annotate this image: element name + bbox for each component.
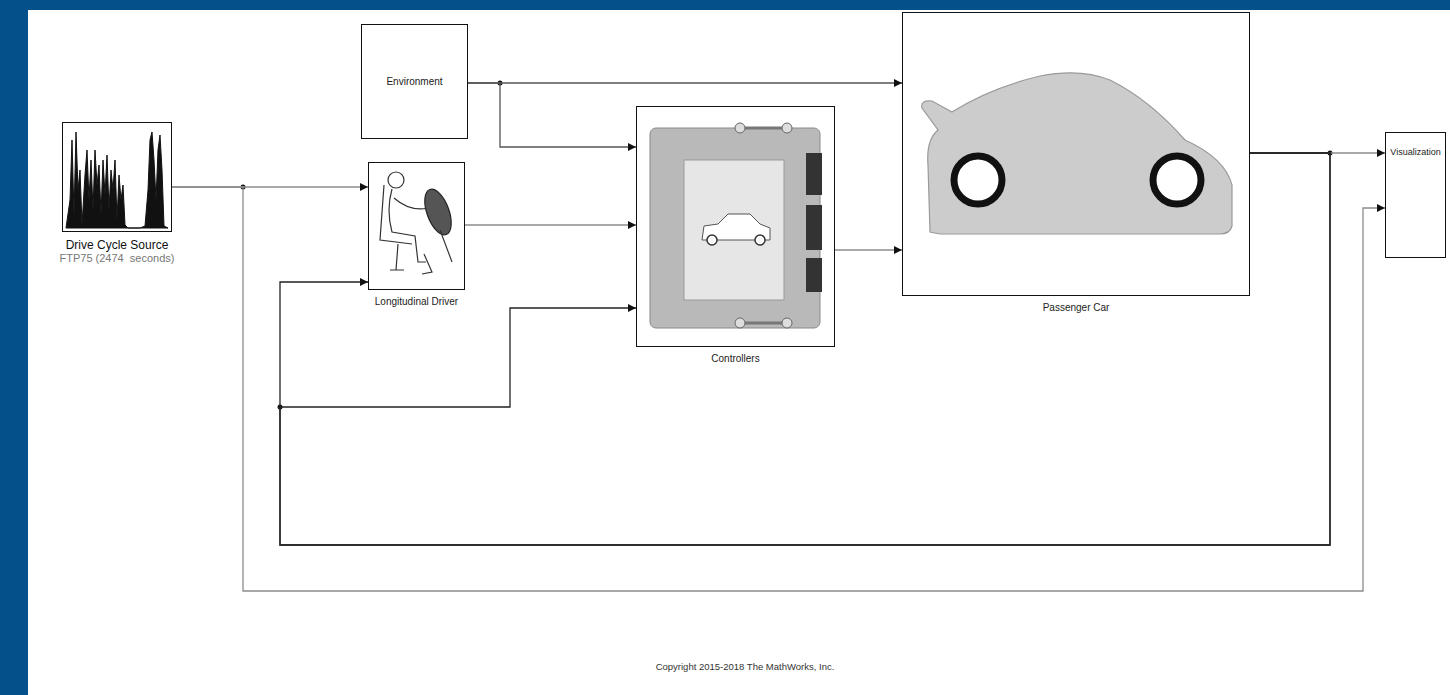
- block-caption: Passenger Car: [1043, 302, 1110, 314]
- ecu-tab: [735, 123, 745, 133]
- signal-line: [172, 187, 1385, 591]
- signal-line: [465, 224, 636, 225]
- driver-seat: [380, 185, 412, 270]
- driver-body: [389, 189, 426, 262]
- steering-column: [440, 230, 452, 262]
- block-label: Environment: [386, 76, 442, 88]
- ecu-tab: [782, 123, 792, 133]
- block-name: Longitudinal Driver: [375, 296, 458, 308]
- copyright-note: Copyright 2015-2018 The MathWorks, Inc.: [545, 661, 945, 672]
- signal-line: [468, 83, 636, 147]
- ecu-tab: [735, 318, 745, 328]
- block-caption: Controllers: [711, 353, 759, 365]
- ecu-panel: [684, 160, 784, 300]
- block-name: FTP75 (2474 seconds): [60, 252, 175, 265]
- waveform: [66, 132, 168, 228]
- junction-dots: [241, 81, 1333, 410]
- canvas-ground: [28, 10, 1450, 695]
- ecu-connector: [806, 258, 822, 292]
- block-label: Visualization: [1390, 147, 1440, 158]
- signal-line: [468, 82, 902, 83]
- ecu-connector: [806, 153, 822, 195]
- block-caption: Drive Cycle SourceFTP75 (2474 seconds): [60, 238, 175, 266]
- ecu-body: [650, 128, 820, 328]
- block-frame: Visualization: [1385, 132, 1446, 258]
- block-frame: Passenger Car: [902, 12, 1250, 296]
- block-frame: Environment: [361, 24, 468, 139]
- block-frame: Drive Cycle SourceFTP75 (2474 seconds): [62, 122, 172, 232]
- block-name: Drive Cycle Source: [60, 238, 175, 252]
- block-name: Controllers: [711, 353, 759, 365]
- signal-line: [280, 153, 1330, 545]
- signal-line: [280, 153, 1330, 545]
- car-silhouette: [922, 73, 1232, 234]
- driver-arm: [394, 198, 428, 209]
- block-name: Passenger Car: [1043, 302, 1110, 314]
- driver-icon: [380, 172, 457, 274]
- ecu-icon: [650, 123, 822, 328]
- car-wheel: [954, 156, 1002, 204]
- steering-wheel: [419, 186, 456, 239]
- car-body: [922, 73, 1232, 234]
- signal-line: [835, 249, 902, 250]
- block-caption: Longitudinal Driver: [375, 296, 458, 308]
- ecu-car-wheel: [707, 235, 717, 245]
- driver-head: [388, 172, 404, 188]
- ecu-connector: [806, 205, 822, 250]
- car-wheel: [1153, 156, 1201, 204]
- ecu-tab: [782, 318, 792, 328]
- pedal: [422, 254, 432, 274]
- block-frame: Longitudinal Driver: [368, 162, 465, 290]
- ecu-car-wheel: [755, 235, 765, 245]
- drive-cycle-waveform: [66, 132, 168, 228]
- block-frame: Controllers: [636, 106, 835, 347]
